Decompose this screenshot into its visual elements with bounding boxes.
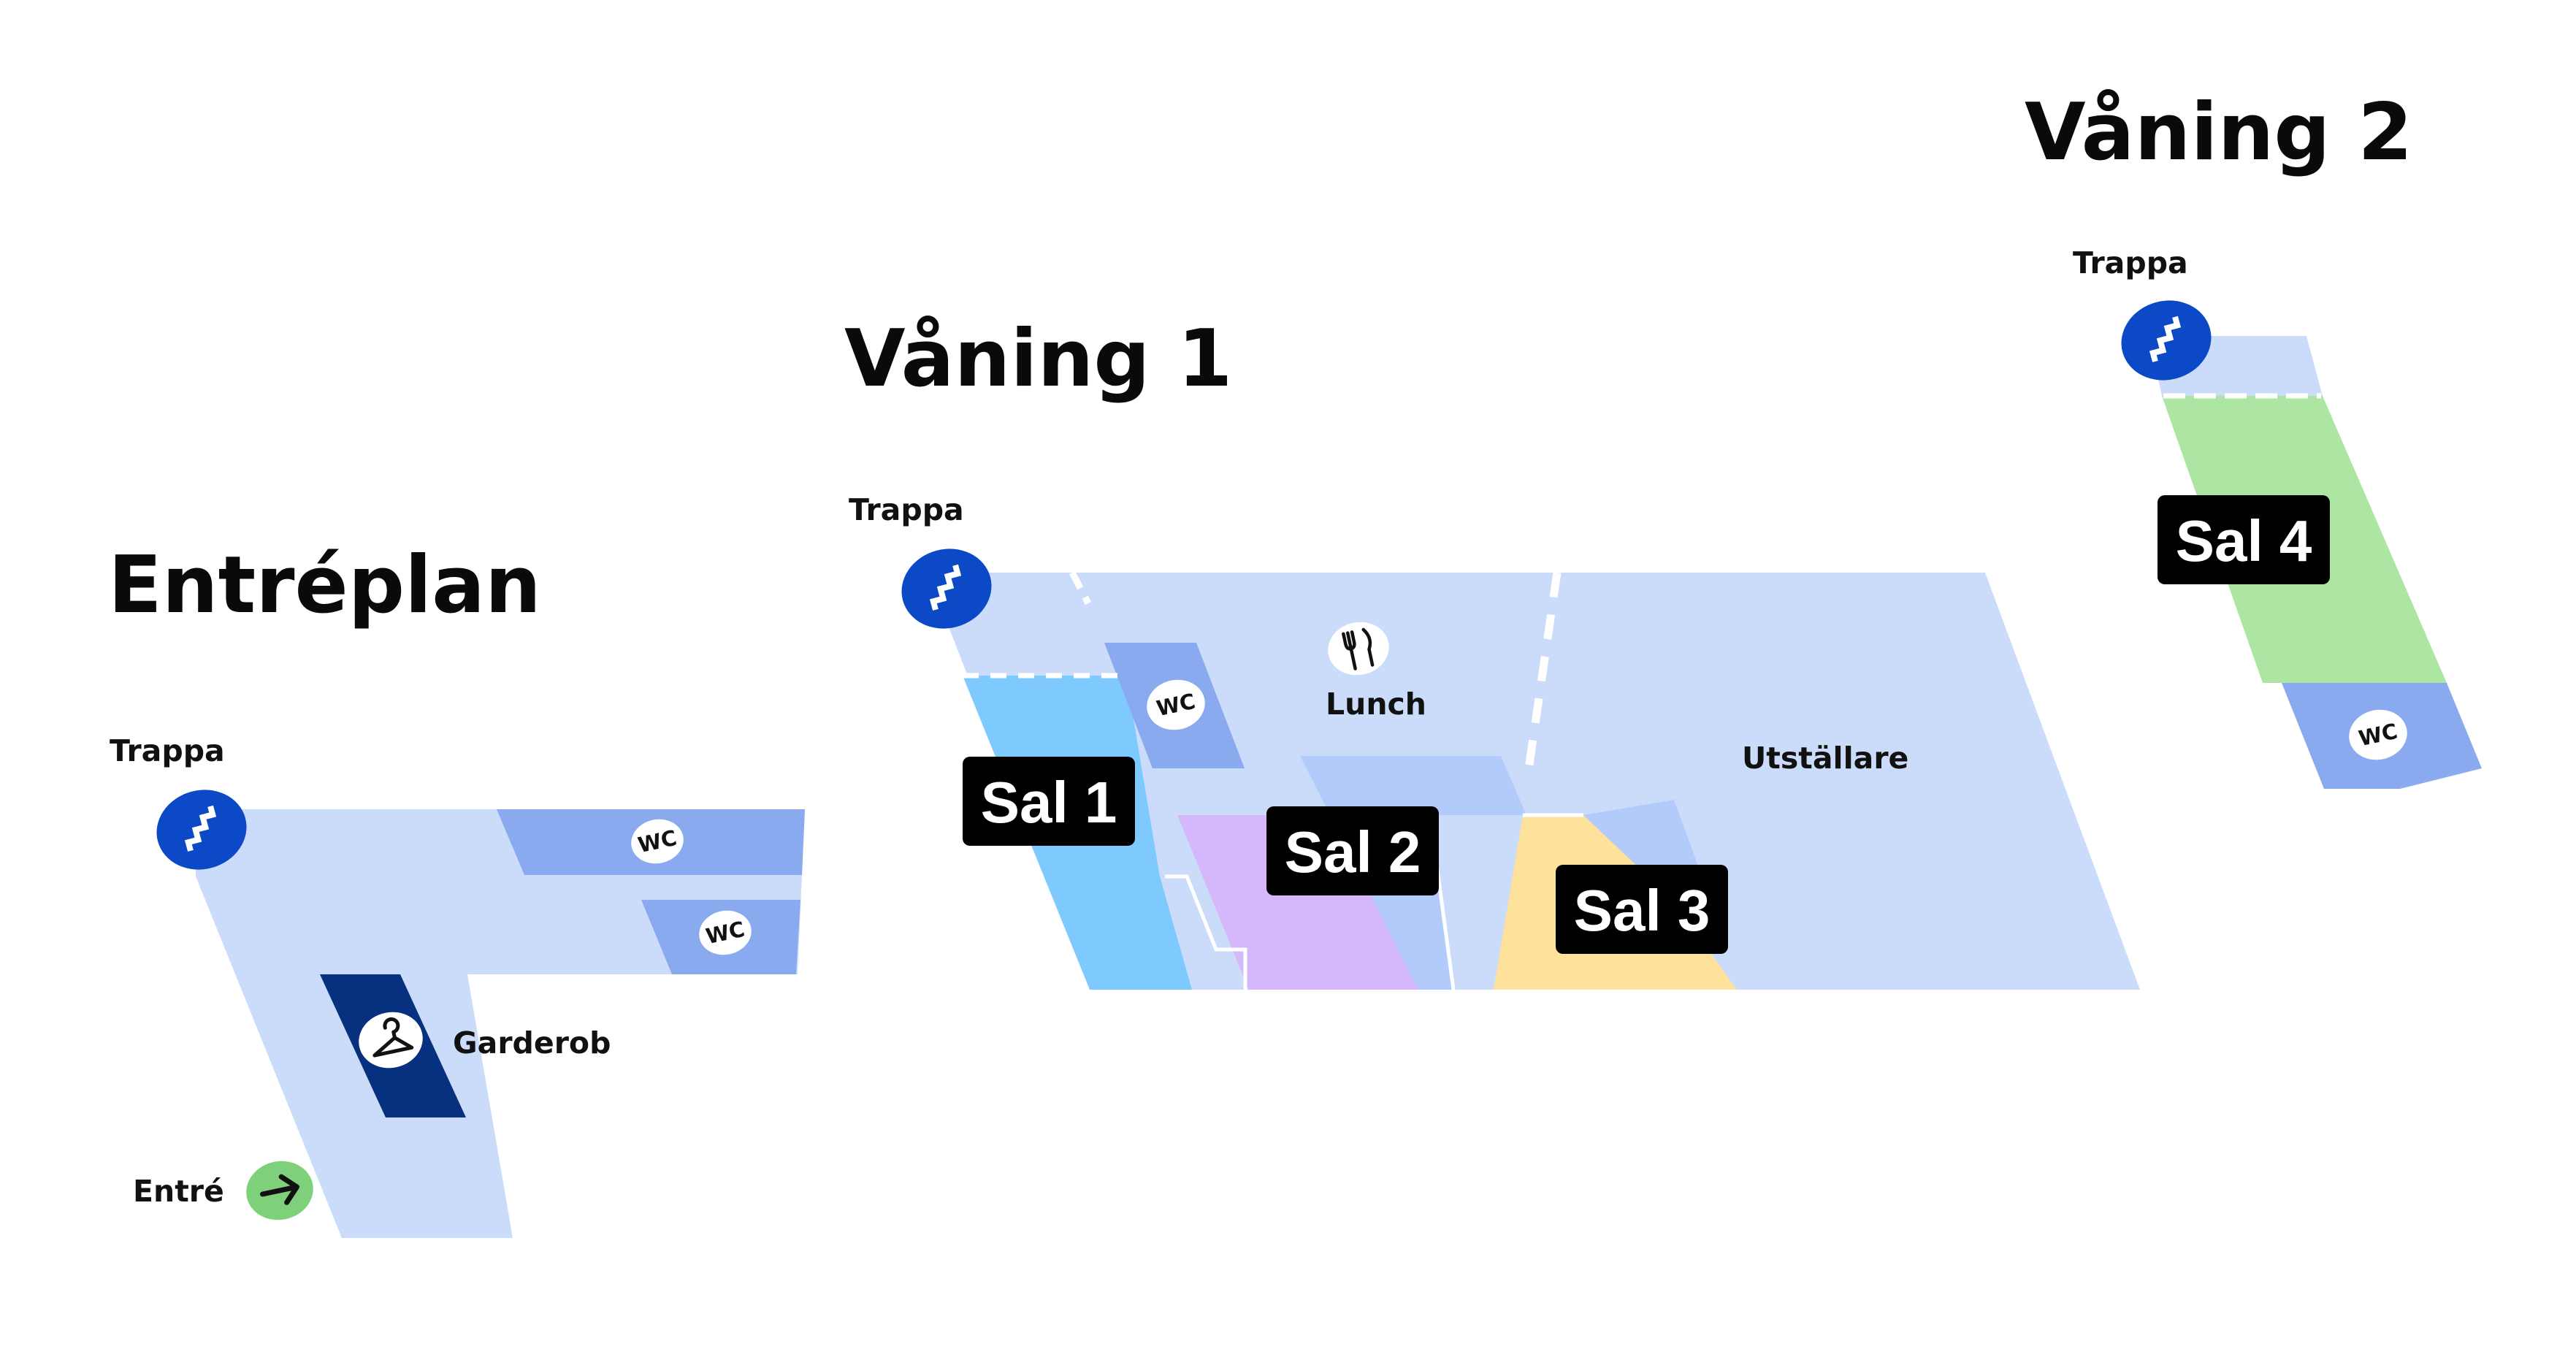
lunch-label: Lunch xyxy=(1326,687,1426,722)
wc-icon: WC xyxy=(631,819,684,864)
wc-icon: WC xyxy=(699,910,752,955)
room-sal-2-label[interactable]: Sal 2 xyxy=(1266,806,1439,895)
stairs-label: Trappa xyxy=(2073,245,2188,280)
floor-vaning2: Våning 2 Trappa Sal 4 WC xyxy=(2025,87,2482,789)
stairs-label: Trappa xyxy=(849,492,964,527)
wc-icon: WC xyxy=(1147,679,1205,730)
entrance-label: Entré xyxy=(133,1174,224,1209)
room-sal-1-label[interactable]: Sal 1 xyxy=(963,757,1135,846)
floor-title: Våning 1 xyxy=(844,313,1232,405)
exhibitors-label: Utställare xyxy=(1742,741,1908,776)
floor-entreplan: Entréplan Trappa WC WC Garderob Entré xyxy=(108,540,805,1238)
floor-vaning1: Våning 1 Trappa WC Lunch Utställare xyxy=(844,313,2140,990)
stairs-icon[interactable] xyxy=(2112,291,2220,390)
svg-text:Sal 2: Sal 2 xyxy=(1285,819,1421,884)
partition-line xyxy=(1165,874,1247,990)
cutlery-icon xyxy=(1328,622,1389,676)
hanger-icon xyxy=(359,1012,423,1069)
wc-icon: WC xyxy=(2349,709,2407,760)
svg-text:Sal 1: Sal 1 xyxy=(981,770,1117,835)
svg-text:Sal 4: Sal 4 xyxy=(2176,508,2312,573)
svg-text:Sal 3: Sal 3 xyxy=(1574,878,1711,943)
room-sal-3-label[interactable]: Sal 3 xyxy=(1556,865,1728,954)
floor-title: Entréplan xyxy=(108,540,541,631)
partition-line xyxy=(1524,572,1562,775)
arrow-right-icon[interactable] xyxy=(241,1155,319,1226)
floor-title: Våning 2 xyxy=(2025,87,2412,178)
room-sal-4-label[interactable]: Sal 4 xyxy=(2158,495,2330,584)
partition-line xyxy=(1069,570,1091,605)
stairs-icon[interactable] xyxy=(148,780,256,879)
stairs-icon[interactable] xyxy=(893,539,1001,638)
cloakroom-label: Garderob xyxy=(453,1025,611,1061)
stairs-label: Trappa xyxy=(110,733,225,768)
